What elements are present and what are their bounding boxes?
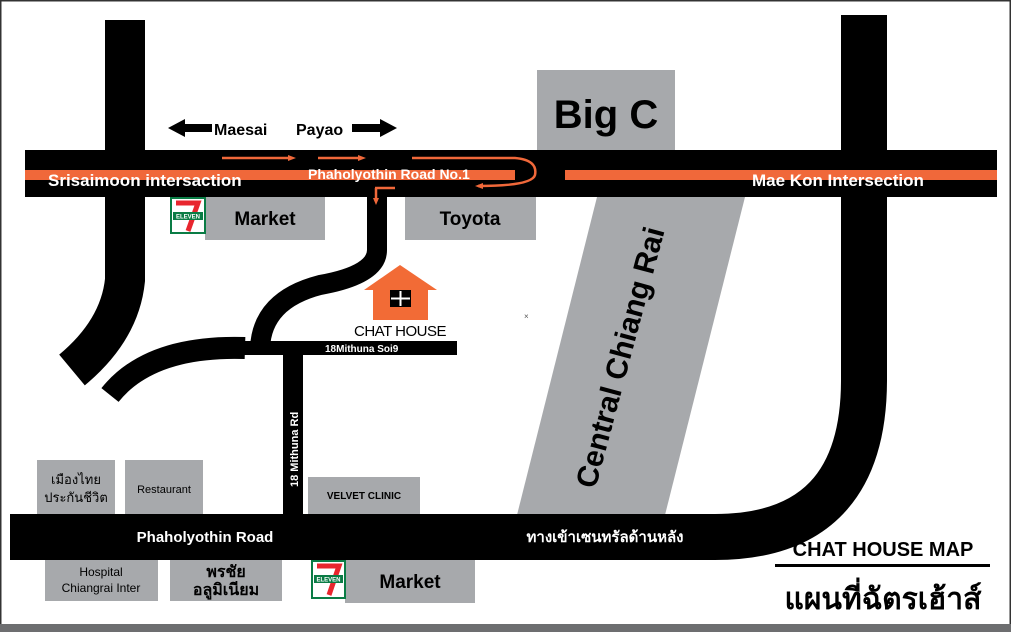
label-bigc: Big C: [554, 93, 658, 137]
label-phaholyothin: Phaholyothin Road: [137, 529, 274, 546]
velvet-block: [308, 477, 420, 515]
seven-eleven-logo-top: ELEVEN: [170, 197, 206, 234]
legend-divider: [775, 564, 990, 567]
label-hospital-1: Hospital: [79, 565, 122, 579]
chat-house-icon: [364, 265, 437, 320]
route-arrows: [222, 155, 537, 205]
seven-eleven-logo-bottom: ELEVEN: [311, 560, 346, 599]
bottom-bar: [0, 624, 1011, 632]
pornchai-block: [170, 558, 282, 601]
market-top-block: [205, 197, 325, 240]
hospital-block: [45, 558, 158, 601]
arrow-left-icon: [168, 119, 212, 137]
direction-maesai: Maesai: [214, 122, 267, 139]
label-chat-house: CHAT HOUSE: [354, 323, 446, 340]
direction-payao: Payao: [296, 122, 343, 139]
central-block: [517, 197, 745, 515]
label-velvet: VELVET CLINIC: [327, 491, 401, 502]
stray-mark: ×: [524, 312, 529, 321]
seven-eleven-text-top: ELEVEN: [176, 215, 200, 221]
toyota-block: [405, 197, 536, 240]
bigc-block: [537, 70, 675, 150]
label-mithuna-rd: 18 Mithuna Rd: [289, 412, 301, 487]
label-market-bottom: Market: [379, 572, 441, 593]
label-hospital-2: Chiangrai Inter: [62, 581, 141, 595]
legend-title-en: CHAT HOUSE MAP: [793, 539, 974, 561]
muangthai-block: [37, 460, 115, 515]
label-back-entrance: ทางเข้าเซนทรัลด้านหลัง: [527, 529, 684, 546]
label-srisaimoon: Srisaimoon intersaction: [48, 171, 242, 190]
label-soi9: 18Mithuna Soi9: [325, 344, 399, 355]
arrow-right-icon: [352, 119, 397, 137]
label-pornchai-2: อลูมิเนียม: [193, 580, 259, 601]
market-bottom-block: [345, 558, 475, 603]
direction-arrows: [168, 119, 397, 137]
label-phaholyothin-1: Phaholyothin Road No.1: [308, 166, 470, 182]
label-muangthai-2: ประกันชีวิต: [44, 490, 108, 505]
label-toyota: Toyota: [440, 209, 501, 230]
restaurant-block: [125, 460, 203, 515]
label-pornchai-1: พรชัย: [206, 563, 245, 581]
legend-title-th: แผนที่ฉัตรเฮ้าส์: [785, 577, 983, 616]
label-restaurant: Restaurant: [137, 484, 191, 496]
label-muangthai-1: เมืองไทย: [51, 472, 101, 487]
label-market-top: Market: [234, 209, 296, 230]
seven-eleven-text-bottom: ELEVEN: [316, 578, 340, 584]
roads: [10, 15, 997, 560]
label-maekon: Mae Kon Intersection: [752, 171, 924, 190]
